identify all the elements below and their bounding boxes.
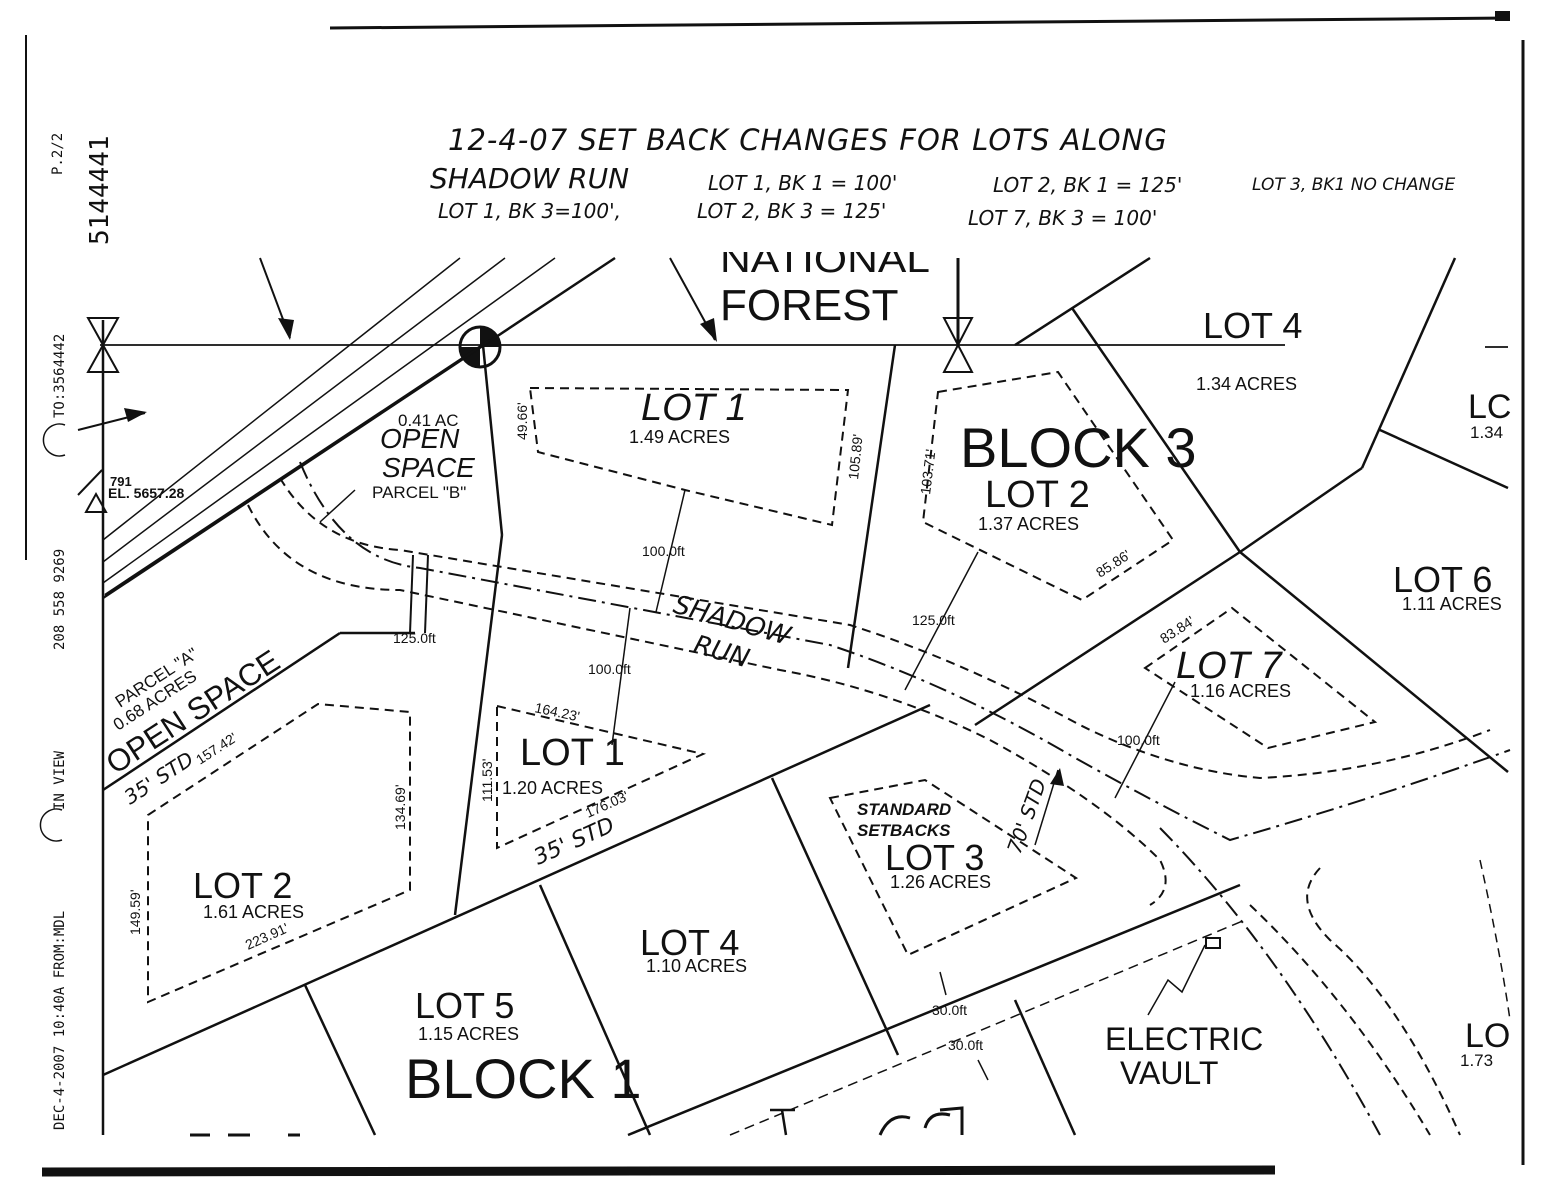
- elevation-id: 791: [110, 474, 132, 489]
- setback-b1-lot2: [147, 702, 411, 1004]
- lot-name: LOT 2: [193, 865, 292, 906]
- lot-name: LOT 1: [641, 387, 747, 429]
- note-lot1-bk3: LOT 1, BK 3=100',: [438, 199, 621, 223]
- fax-page-number: P.2/2: [50, 133, 66, 175]
- note-shadow-run: SHADOW RUN: [430, 162, 629, 195]
- note-lot2-bk3: LOT 2, BK 3 = 125': [697, 199, 886, 223]
- dimension-label: 85.86': [1093, 547, 1133, 581]
- parcel-b-area: 0.41 AC: [398, 411, 459, 430]
- highway-lines: [102, 256, 616, 600]
- standard-setbacks-2: SETBACKS: [857, 821, 951, 840]
- lot-acres: 1.34: [1470, 423, 1503, 442]
- dimension-label: 157.42': [193, 729, 240, 767]
- lot-name: LOT 2: [985, 474, 1090, 516]
- lot-acres: 1.73: [1460, 1051, 1493, 1070]
- lot-name: LOT 7: [1176, 645, 1283, 687]
- setback-b3-lot7: [1143, 606, 1378, 750]
- setback-note: 35' STD: [530, 813, 618, 871]
- standard-setbacks-1: STANDARD: [857, 800, 951, 819]
- dimension-label: 111.53': [479, 759, 495, 802]
- block-3-label: BLOCK 3: [960, 416, 1197, 479]
- dimension-label: 149.59': [127, 890, 143, 936]
- parcel-b-open: OPEN: [380, 423, 460, 454]
- setback-b3-lot3: [828, 778, 1079, 957]
- note-lot7-bk3: LOT 7, BK 3 = 100': [968, 206, 1157, 230]
- fax-in-view: IN VIEW: [52, 750, 68, 810]
- page-border: [25, 11, 1525, 1177]
- lot-name: LOT 4: [1203, 305, 1302, 346]
- fax-punch-hole-bottom: [39, 808, 63, 842]
- fax-phone-number: 208 558 9269: [52, 549, 68, 650]
- lot-acres: 1.20 ACRES: [502, 778, 603, 798]
- parcel-b-space: SPACE: [382, 452, 475, 483]
- note-lot1-bk1: LOT 1, BK 1 = 100': [708, 171, 897, 195]
- lot-acres: 1.11 ACRES: [1402, 594, 1502, 614]
- dimension-label: 30.0ft: [948, 1037, 983, 1053]
- dimension-label: 223.91': [243, 920, 291, 953]
- elevation-label: EL. 5657.28: [108, 485, 184, 501]
- lot-acres: 1.61 ACRES: [203, 902, 304, 922]
- setback-b3-lot2: [921, 370, 1175, 602]
- dimension-label: 83.84': [1157, 613, 1197, 647]
- benchmark-icon: [84, 491, 108, 513]
- dimension-label: 100.0ft: [642, 543, 685, 559]
- handwritten-note: 12-4-07 SET BACK CHANGES FOR LOTS ALONG …: [430, 123, 1455, 230]
- dimension-label: 49.66': [514, 402, 530, 440]
- dimension-label: 100.0ft: [588, 661, 631, 677]
- dimension-label: 105.89': [845, 433, 866, 480]
- note-lot2-bk1: LOT 2, BK 1 = 125': [993, 173, 1182, 197]
- lot-labels: LOT 4 1.34 ACRES LOT 1 1.49 ACRES LOT 2 …: [193, 305, 1511, 1070]
- lot-name: LC: [1468, 388, 1511, 426]
- parcel-b-label: PARCEL "B": [372, 483, 466, 502]
- fax-header: P.2/2 5144441 TO:3564442 208 558 9269 IN…: [39, 133, 115, 1130]
- setback-b3-lot1: [528, 386, 850, 527]
- electric-vault-icon: [1205, 937, 1221, 949]
- dimension-label: 125.0ft: [912, 612, 955, 628]
- lot-acres: 1.10 ACRES: [646, 956, 747, 976]
- electric-vault-label-2: VAULT: [1120, 1055, 1218, 1091]
- forest-boundary: NATIONAL FOREST: [77, 228, 1508, 1135]
- dimension-leaders: [319, 489, 1221, 1081]
- lot-name: LOT 3: [885, 837, 984, 878]
- lot-name: LOT 1: [520, 732, 625, 774]
- note-line-1: 12-4-07 SET BACK CHANGES FOR LOTS ALONG: [448, 123, 1168, 157]
- lot-acres: 1.49 ACRES: [629, 427, 730, 447]
- clipped-bottom-text: [190, 1106, 964, 1137]
- fax-punch-hole-top: [42, 423, 66, 457]
- setback-b1-lot1: [496, 704, 707, 850]
- lot-name: LOT 6: [1393, 559, 1492, 600]
- lot-acres: 1.34 ACRES: [1196, 374, 1297, 394]
- lot-name: LOT 5: [415, 985, 514, 1026]
- lot-acres: 1.37 ACRES: [978, 514, 1079, 534]
- lot-name: LO: [1465, 1017, 1510, 1055]
- lot-acres: 1.26 ACRES: [890, 872, 991, 892]
- lot-boundaries: [102, 256, 1509, 1137]
- fax-from-line: DEC-4-2007 10:40A FROM:MDL: [52, 911, 68, 1130]
- fax-doc-number: 5144441: [85, 135, 115, 245]
- dimension-label: 134.69': [392, 785, 408, 831]
- lot-name: LOT 4: [640, 922, 739, 963]
- block-1-label: BLOCK 1: [405, 1047, 642, 1110]
- fax-to-number: TO:3564442: [52, 334, 68, 418]
- dimension-label: 103.71': [917, 448, 938, 495]
- lot-acres: 1.15 ACRES: [418, 1024, 519, 1044]
- dimension-label: 30.0ft: [932, 1002, 967, 1018]
- setback-envelopes: [147, 370, 1378, 1004]
- electric-vault-label-1: ELECTRIC: [1105, 1021, 1263, 1057]
- note-lot3-bk1: LOT 3, BK1 NO CHANGE: [1252, 175, 1455, 195]
- lot-acres: 1.16 ACRES: [1190, 681, 1291, 701]
- forest-label: FOREST: [720, 281, 898, 330]
- dimension-label: 125.0ft: [393, 630, 436, 646]
- electric-vault-leader: [1147, 944, 1206, 1016]
- dimension-label: 100.0ft: [1117, 732, 1160, 748]
